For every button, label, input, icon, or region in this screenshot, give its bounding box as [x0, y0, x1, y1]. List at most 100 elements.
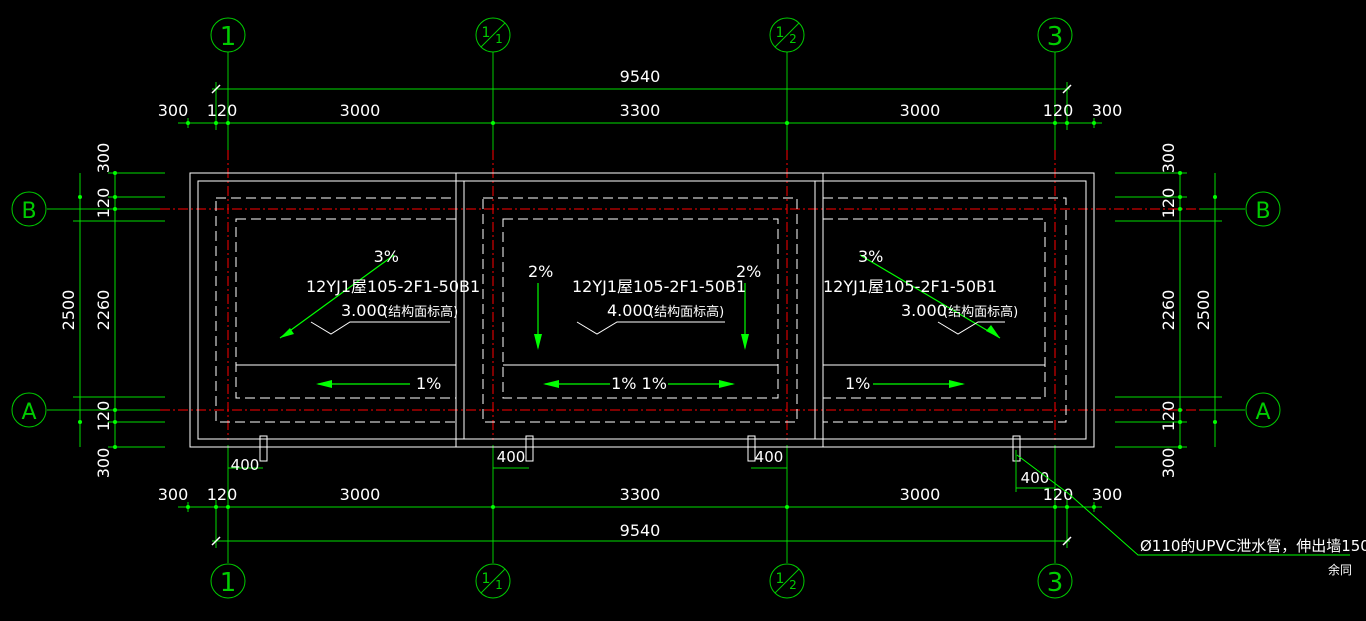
- middle-roof-inner: [463, 180, 816, 440]
- drain-pipe-1[interactable]: [259, 435, 268, 462]
- drain-dim-2: 400: [497, 448, 526, 466]
- drain-pipes: [259, 435, 1021, 462]
- axis-label-a-right: A: [1255, 400, 1270, 425]
- roof-dashed-lines: [215, 197, 1067, 423]
- slope-right-diag: 3%: [858, 247, 883, 266]
- axis-bubble-1-1-bottom: [475, 563, 511, 599]
- sub-axis-labels: 1 1 1 2 1 1 1 2: [482, 25, 797, 592]
- dim-120-bottom-right: 120: [1043, 485, 1074, 504]
- roof-annotations: 3% 12YJ1屋105-2F1-50B1 3.000 (结构面标高) 1% 2…: [306, 247, 1018, 393]
- dim-3300-top: 3300: [620, 101, 661, 120]
- slope-mid-left: 2%: [528, 262, 553, 281]
- slope-arrow-left-diag: [279, 254, 395, 339]
- axis-bubble-1-2-bottom: [769, 563, 805, 599]
- slope-left-diag: 3%: [374, 247, 399, 266]
- drain-pipe-3[interactable]: [747, 435, 756, 462]
- slope-right-bottom: 1%: [845, 374, 870, 393]
- elev-note-left: (结构面标高): [383, 304, 458, 320]
- axis-bubble-1-top: [210, 17, 246, 53]
- axis-label-1-1-main-bottom: 1: [482, 571, 491, 587]
- dim-3300-bottom: 3300: [620, 485, 661, 504]
- drain-pipe-2[interactable]: [525, 435, 534, 462]
- dim-120-top-left: 120: [207, 101, 238, 120]
- dim-2260-left: 2260: [94, 290, 113, 331]
- dim-3000-bottom-right: 3000: [900, 485, 941, 504]
- spec-left: 12YJ1屋105-2F1-50B1: [306, 277, 480, 296]
- axis-bubble-1-1-top: [475, 17, 511, 53]
- spec-mid: 12YJ1屋105-2F1-50B1: [572, 277, 746, 296]
- dim-120-right-bottom: 120: [1159, 401, 1178, 432]
- elev-note-mid: (结构面标高): [649, 304, 724, 320]
- axis-bubble-a-left: [11, 392, 47, 428]
- drain-dims: [228, 450, 1055, 492]
- axis-grid: [11, 17, 1281, 599]
- dim-3000-top-right: 3000: [900, 101, 941, 120]
- dimension-ticks: [211, 84, 1072, 546]
- elevation-markers: [310, 321, 1005, 335]
- axis-bubble-b-left: [11, 191, 47, 227]
- dim-300-left-top: 300: [94, 143, 113, 174]
- slope-arrow-right-diag: [859, 254, 1001, 339]
- axis-label-3-bottom: 3: [1047, 568, 1064, 598]
- axis-label-1-bottom: 1: [220, 568, 237, 598]
- axis-label-1-top: 1: [220, 22, 237, 52]
- elev-note-right: (结构面标高): [943, 304, 1018, 320]
- dim-300-bottom-right: 300: [1092, 485, 1123, 504]
- dim-300-top-right: 300: [1092, 101, 1123, 120]
- drain-note: Ø110的UPVC泄水管，伸出墙150mm 余同: [1016, 454, 1366, 577]
- slope-left-bottom: 1%: [416, 374, 441, 393]
- dimension-lines: [73, 82, 1222, 548]
- axis-label-1-2-main-top: 1: [776, 25, 785, 41]
- drain-dim-1: 400: [231, 456, 260, 474]
- dim-120-bottom-left: 120: [207, 485, 238, 504]
- axis-label-3-top: 3: [1047, 22, 1064, 52]
- axis-label-1-2-sub-bottom: 2: [789, 578, 797, 592]
- dim-300-bottom-left: 300: [158, 485, 189, 504]
- axis-label-1-1-sub-top: 1: [495, 32, 503, 46]
- drain-note-line2: 余同: [1328, 562, 1352, 577]
- dim-120-left-bottom: 120: [94, 401, 113, 432]
- drain-dim-3: 400: [755, 448, 784, 466]
- red-axis-lines: [160, 150, 1200, 440]
- dim-3000-top-left: 3000: [340, 101, 381, 120]
- dim-300-right-bottom: 300: [1159, 448, 1178, 479]
- drain-dim-texts: 400 400 400 400: [231, 448, 1050, 487]
- elev-left: 3.000: [341, 301, 387, 320]
- axis-label-1-1-sub-bottom: 1: [495, 578, 503, 592]
- elev-right: 3.000: [901, 301, 947, 320]
- slope-arrows: [279, 254, 1001, 385]
- dim-2500-right: 2500: [1194, 290, 1213, 331]
- dim-total-bottom: 9540: [620, 521, 661, 540]
- elev-mid: 4.000: [607, 301, 653, 320]
- arrow-heads: [280, 325, 1000, 388]
- axis-label-1-2-main-bottom: 1: [776, 571, 785, 587]
- axis-labels: 1 3 1 3 B A B A: [21, 22, 1270, 598]
- dim-120-top-right: 120: [1043, 101, 1074, 120]
- dim-2260-right: 2260: [1159, 290, 1178, 331]
- dimension-dots: [78, 121, 1217, 509]
- slope-mid-right: 2%: [736, 262, 761, 281]
- dim-120-right-top: 120: [1159, 188, 1178, 219]
- drain-dim-4: 400: [1021, 469, 1050, 487]
- drain-note-line1: Ø110的UPVC泄水管，伸出墙150mm: [1140, 537, 1366, 555]
- dim-120-left-top: 120: [94, 188, 113, 219]
- axis-label-a-left: A: [21, 400, 36, 425]
- axis-bubble-3-bottom: [1037, 563, 1073, 599]
- axis-label-b-left: B: [21, 199, 36, 224]
- axis-label-1-1-main-top: 1: [482, 25, 491, 41]
- axis-bubble-1-bottom: [210, 563, 246, 599]
- axis-bubble-a-right: [1245, 392, 1281, 428]
- spec-right: 12YJ1屋105-2F1-50B1: [823, 277, 997, 296]
- slope-mid-bottom: 1% 1%: [611, 374, 667, 393]
- vertical-dimension-texts: 2500 300 120 2260 120 300 2500 300 120 2…: [59, 143, 1213, 479]
- dim-3000-bottom-left: 3000: [340, 485, 381, 504]
- dim-300-right-top: 300: [1159, 143, 1178, 174]
- dim-300-top-left: 300: [158, 101, 189, 120]
- axis-label-1-2-sub-top: 2: [789, 32, 797, 46]
- dim-300-left-bottom: 300: [94, 448, 113, 479]
- axis-bubble-b-right: [1245, 191, 1281, 227]
- axis-label-b-right: B: [1255, 199, 1270, 224]
- dimension-texts: 9540 300 120 3000 3300 3000 120 300 300 …: [158, 67, 1123, 540]
- axis-bubble-1-2-top: [769, 17, 805, 53]
